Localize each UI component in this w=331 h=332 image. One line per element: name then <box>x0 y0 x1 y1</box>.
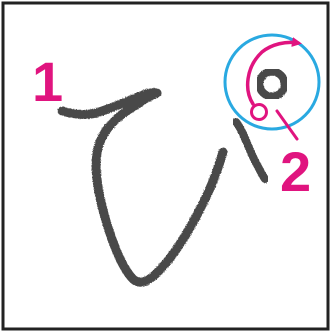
start-dot-icon <box>252 105 267 120</box>
stroke-number-1: 1 <box>32 50 63 113</box>
stroke-number-2: 2 <box>280 140 311 203</box>
